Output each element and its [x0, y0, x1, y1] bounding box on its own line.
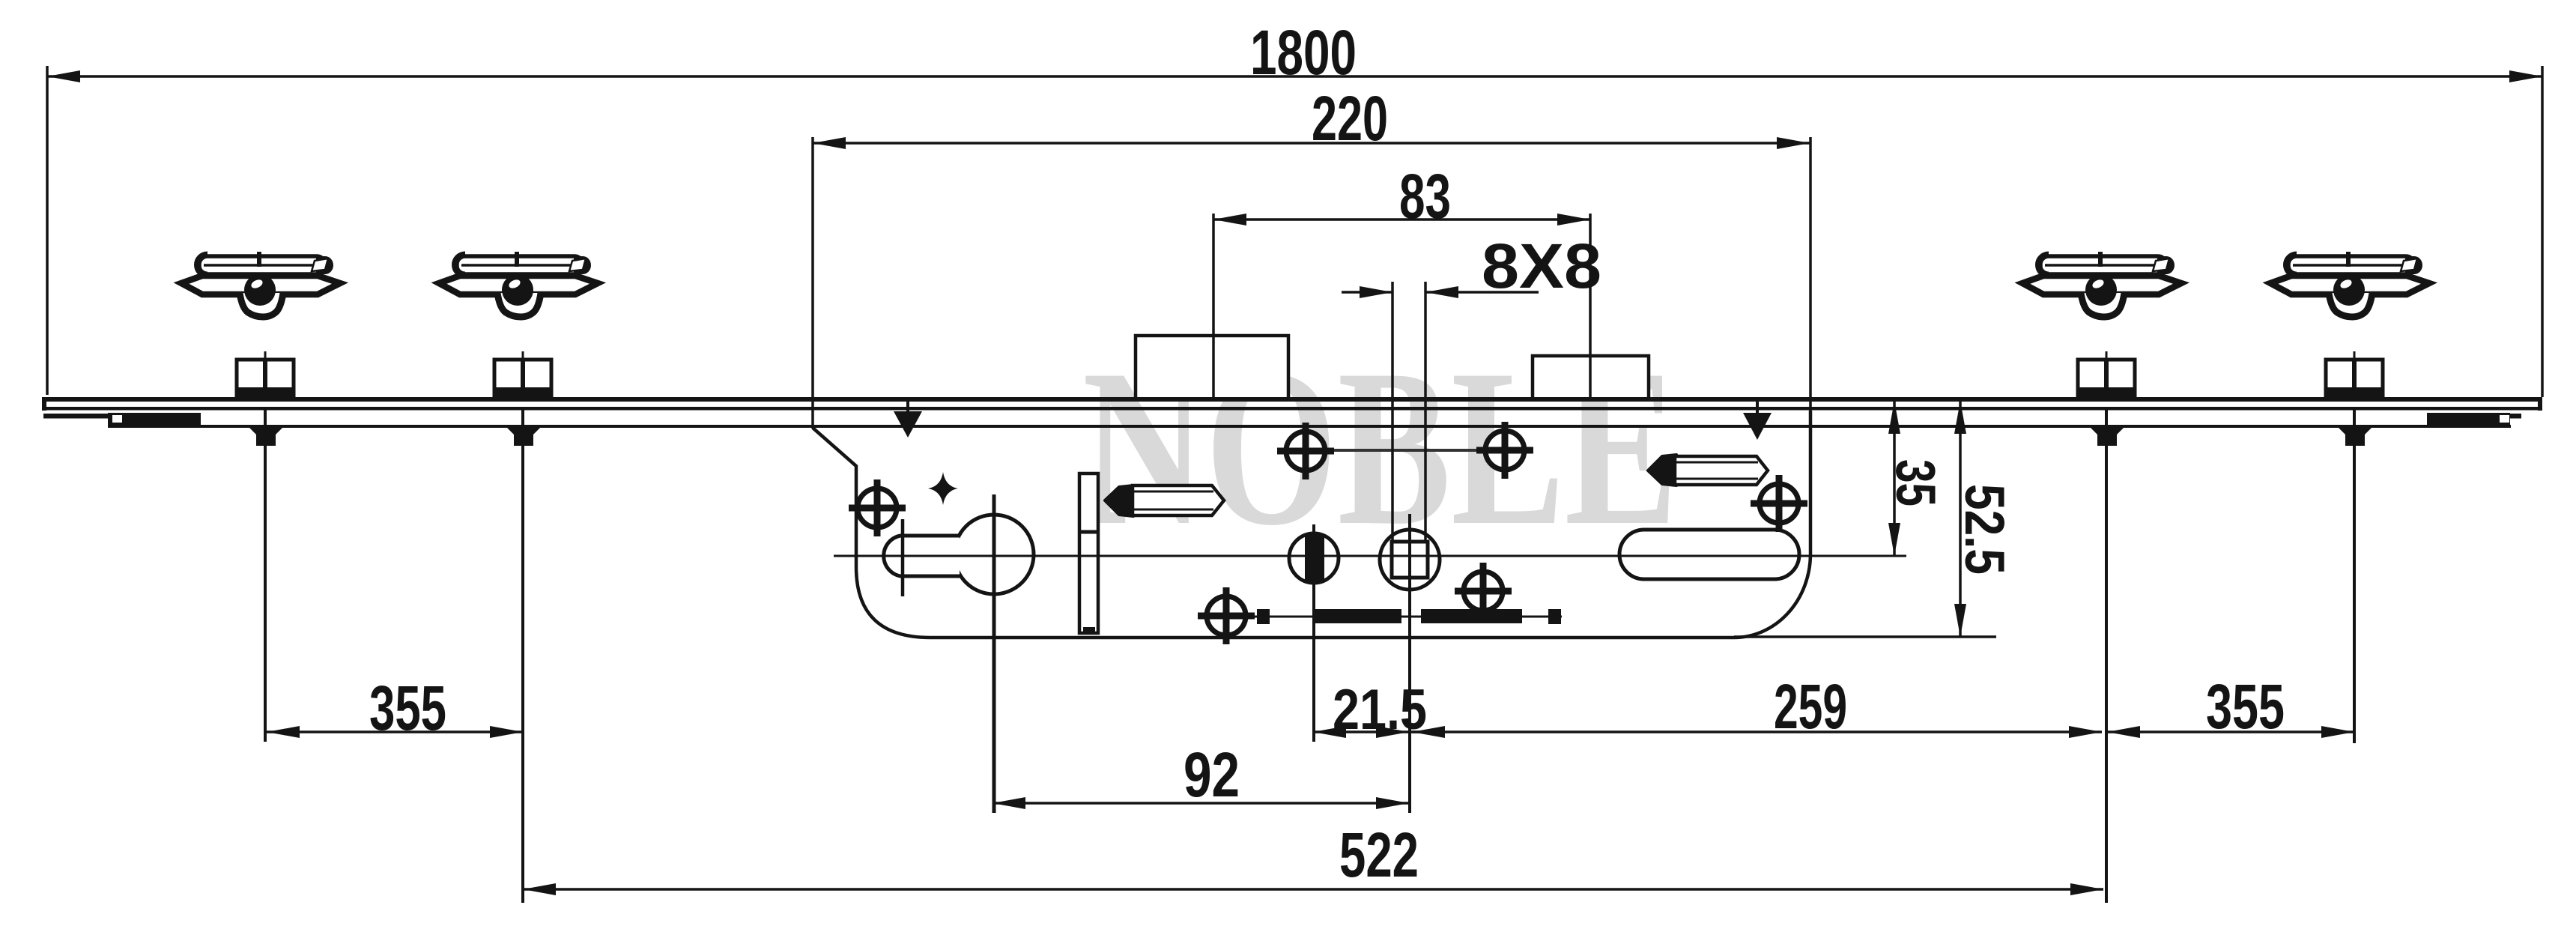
svg-text:83: 83	[1399, 161, 1451, 232]
svg-text:35: 35	[1885, 459, 1947, 506]
svg-text:21.5: 21.5	[1333, 678, 1427, 742]
svg-text:522: 522	[1339, 820, 1419, 890]
svg-text:92: 92	[1184, 739, 1240, 810]
svg-text:355: 355	[369, 673, 446, 743]
svg-text:220: 220	[1312, 83, 1388, 154]
svg-text:355: 355	[2206, 671, 2285, 742]
svg-text:52.5: 52.5	[1954, 484, 2016, 575]
svg-text:8X8: 8X8	[1482, 231, 1601, 301]
svg-text:1800: 1800	[1250, 17, 1357, 88]
svg-text:259: 259	[1774, 671, 1847, 742]
